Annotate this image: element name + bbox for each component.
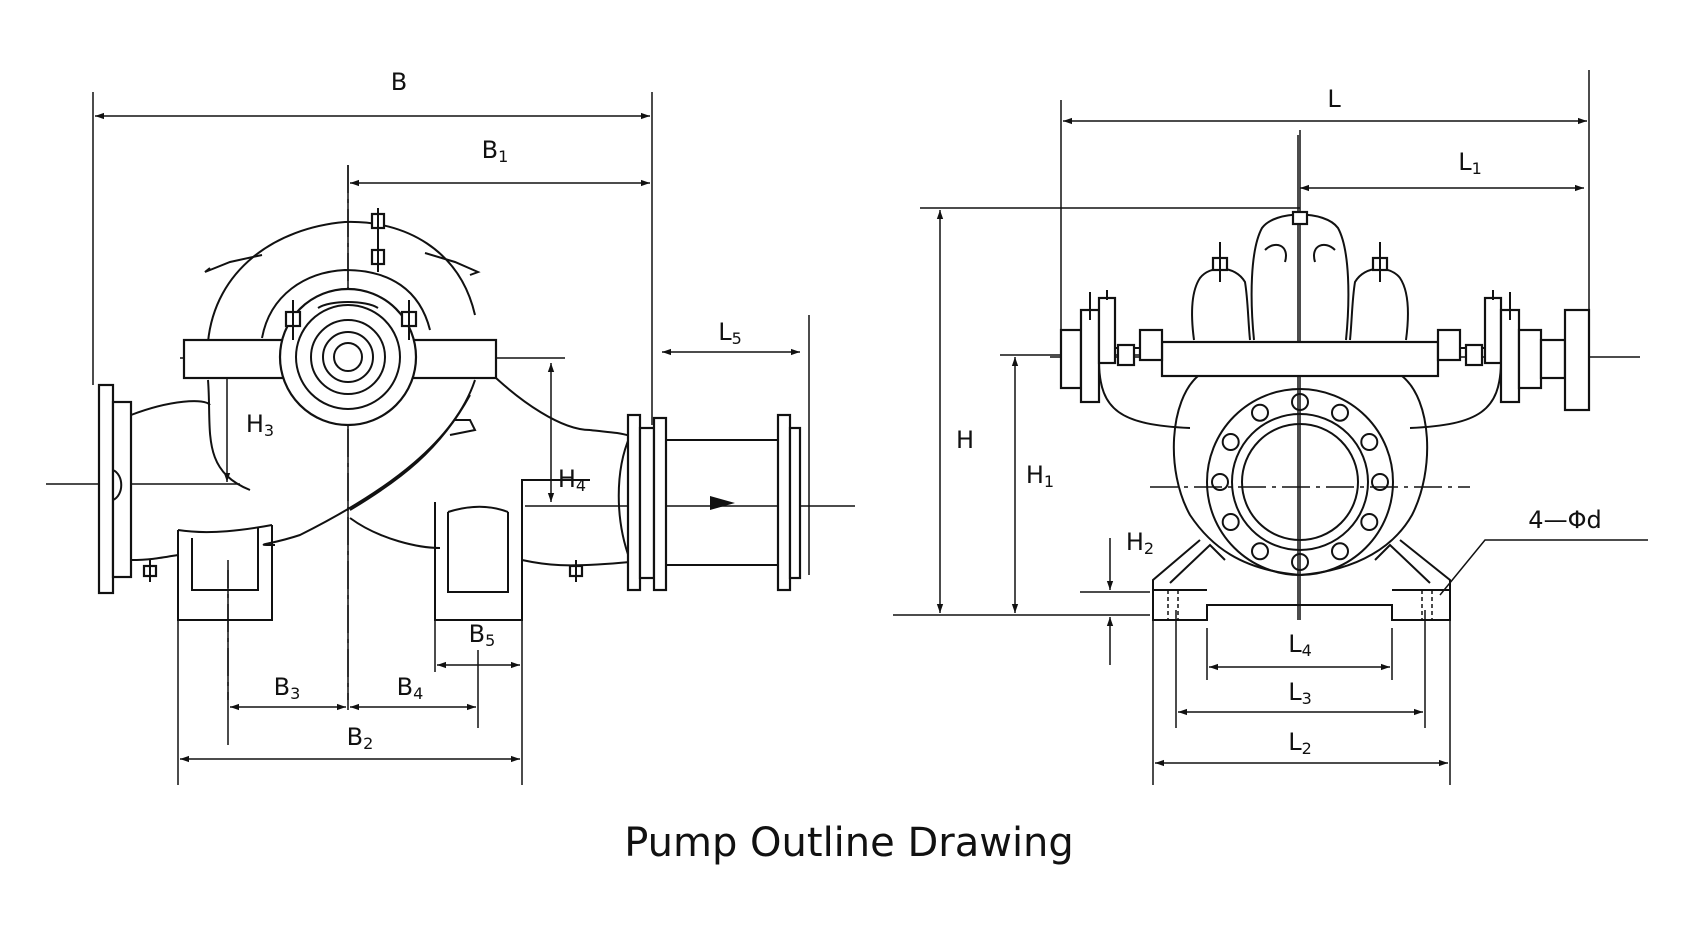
label-L3: L3 [1288, 678, 1312, 708]
side-extension-lines [92, 92, 810, 785]
end-flange-bolts [1211, 393, 1389, 571]
flange-bolt-hole [1331, 403, 1349, 422]
flange-bolt-hole [1360, 433, 1379, 451]
label-H3: H3 [246, 410, 274, 440]
flange-bolt-hole [1211, 473, 1229, 491]
end-right-bearing [1409, 290, 1591, 429]
label-L5: L5 [718, 318, 742, 348]
flange-bolt-hole [1251, 542, 1269, 561]
label-L2: L2 [1288, 728, 1312, 758]
end-left-bearing [1059, 290, 1191, 429]
flange-bolt-hole [1251, 403, 1269, 422]
flange-bolt-hole [1331, 542, 1349, 561]
label-B: B [391, 68, 407, 96]
end-view: L L1 H H1 H2 4—Φd L4 L3 L2 [893, 70, 1648, 785]
end-labels: L L1 H H1 H2 4—Φd L4 L3 L2 [956, 85, 1602, 758]
label-H: H [956, 426, 974, 454]
side-suction-flange [97, 383, 211, 595]
label-L4: L4 [1288, 630, 1312, 660]
label-H2: H2 [1126, 528, 1154, 558]
side-volute-casing [204, 220, 481, 549]
end-dimension-lines [936, 117, 1648, 767]
drawing-caption: Pump Outline Drawing [624, 820, 1074, 866]
label-bolt-holes: 4—Φd [1528, 506, 1601, 534]
label-B1: B1 [482, 136, 509, 166]
side-right-foot [434, 377, 631, 621]
end-lower-casing [1172, 375, 1429, 577]
side-dimension-lines [95, 112, 800, 763]
end-split-flange [1115, 328, 1485, 378]
label-B2: B2 [347, 723, 374, 753]
side-labels: B B1 L5 H3 H4 B5 B3 B4 B2 [246, 68, 742, 753]
side-bearing-housing [182, 208, 498, 427]
label-B5: B5 [469, 620, 496, 650]
flange-bolt-hole [1221, 433, 1240, 451]
end-extension-lines [893, 70, 1590, 785]
flange-bolt-hole [1371, 473, 1389, 491]
label-L1: L1 [1458, 148, 1482, 178]
label-H1: H1 [1026, 461, 1054, 491]
flange-bolt-hole [1221, 513, 1240, 531]
label-H4: H4 [558, 465, 586, 495]
end-casing-top [1191, 210, 1409, 341]
flange-bolt-hole [1291, 393, 1309, 411]
side-view: B B1 L5 H3 H4 B5 B3 B4 B2 [46, 68, 855, 785]
side-discharge-pipe [589, 413, 802, 592]
flange-bolt-hole [1360, 513, 1379, 531]
label-B3: B3 [274, 673, 301, 703]
label-B4: B4 [397, 673, 424, 703]
side-left-foot [177, 524, 273, 621]
flange-bolt-hole [1291, 553, 1309, 571]
end-base-feet [1152, 539, 1451, 621]
leader-4-phi-d [1439, 539, 1648, 596]
label-L: L [1327, 85, 1341, 113]
